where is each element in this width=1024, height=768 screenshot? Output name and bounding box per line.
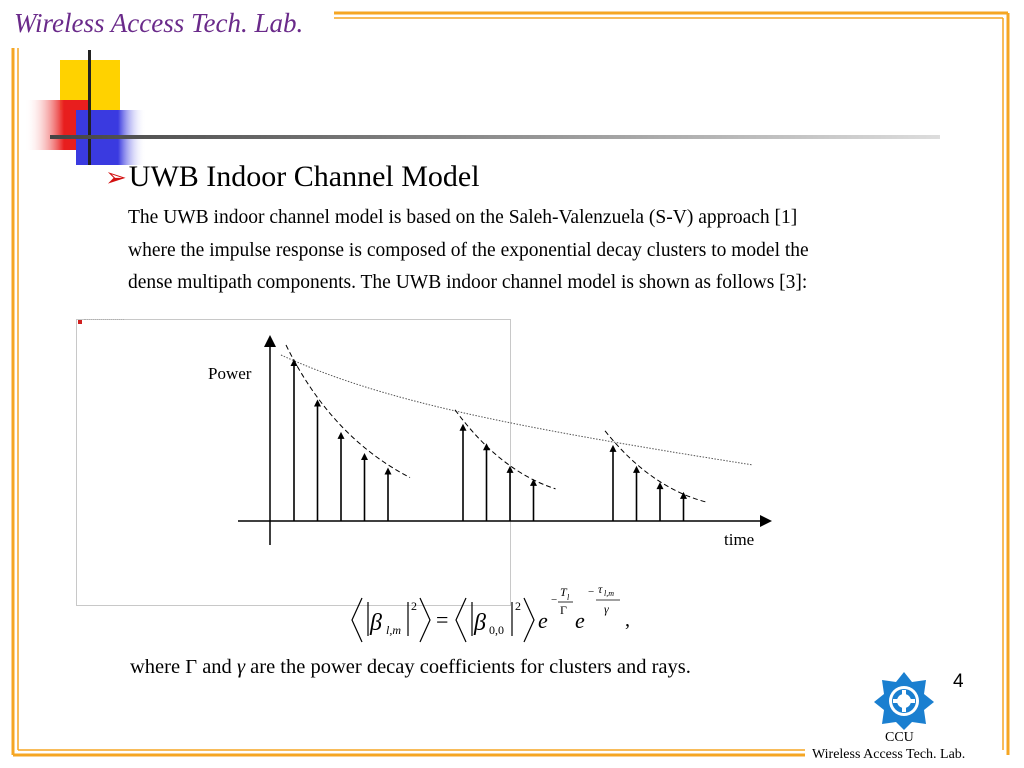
- exp1-denominator: Γ: [560, 603, 567, 617]
- slide-paragraph: The UWB indoor channel model is based on…: [128, 202, 948, 300]
- exp2-numerator-sub: l,m: [604, 589, 614, 598]
- cluster-decay-envelope: [280, 354, 754, 466]
- rhs-symbol: β: [473, 610, 486, 636]
- arrow-bullet-icon: ➢: [105, 163, 127, 192]
- exp2-denominator: γ: [604, 602, 609, 616]
- lhs-symbol: β: [369, 610, 382, 636]
- ray-arrowhead: [337, 431, 345, 439]
- ray-arrowhead: [361, 452, 368, 460]
- exp-base-1: e: [538, 608, 548, 633]
- lab-title: Wireless Access Tech. Lab.: [14, 8, 304, 38]
- university-seal-icon: [874, 672, 934, 730]
- gamma-upper-symbol: Γ: [185, 656, 198, 678]
- slide-heading-row: ➢UWB Indoor Channel Model: [105, 160, 480, 194]
- page-number: 4: [953, 671, 964, 692]
- svg-text:−: −: [551, 594, 557, 606]
- equation-caption: where Γ and γ are the power decay coeffi…: [130, 656, 691, 678]
- ray-arrowhead: [609, 444, 617, 452]
- ray-decay-curve: [285, 344, 411, 478]
- slide-heading: UWB Indoor Channel Model: [128, 160, 480, 193]
- exp-base-2: e: [575, 608, 585, 633]
- rhs-power: 2: [515, 599, 521, 613]
- ray-arrowhead: [314, 399, 321, 407]
- figure-corner-icon: [78, 320, 82, 324]
- gamma-lower-symbol: γ: [236, 656, 246, 678]
- footer-org: CCU: [885, 730, 914, 745]
- exp2-numerator: τ: [598, 582, 603, 596]
- header-rule: [50, 135, 940, 139]
- lhs-subscript: l,m: [386, 623, 401, 637]
- rhs-subscript: 0,0: [489, 623, 504, 637]
- paragraph-line: The UWB indoor channel model is based on…: [128, 207, 798, 228]
- lhs-power: 2: [411, 599, 417, 613]
- embedded-figure-frame: [76, 319, 511, 606]
- ray-arrowhead: [459, 423, 467, 431]
- exp1-numerator: T: [560, 585, 568, 599]
- paragraph-line: dense multipath components. The UWB indo…: [128, 272, 808, 293]
- paragraph-line: where the impulse response is composed o…: [128, 239, 809, 261]
- exp1-numerator-sub: l: [567, 593, 570, 602]
- ray-arrowhead: [384, 467, 392, 475]
- x-axis-label: time: [724, 530, 755, 549]
- ray-arrowhead: [290, 359, 298, 366]
- ray-decay-curve: [454, 409, 556, 490]
- ray-arrowhead: [506, 465, 514, 473]
- ray-decay-curve: [604, 430, 706, 503]
- footer-lab-name: Wireless Access Tech. Lab.: [812, 747, 966, 762]
- power-decay-equation: β l,m 2 = β 0,0 2 e − T l Γ e − τ l,m γ …: [348, 580, 668, 650]
- ray-arrowhead: [530, 478, 537, 486]
- svg-text:=: =: [436, 607, 448, 632]
- ray-arrowhead: [633, 465, 640, 473]
- ray-arrowhead: [680, 491, 687, 499]
- ray-arrowhead: [656, 482, 664, 490]
- equation-trailing: ,: [625, 609, 630, 631]
- svg-text:−: −: [588, 586, 594, 598]
- y-axis-label: Power: [208, 364, 252, 383]
